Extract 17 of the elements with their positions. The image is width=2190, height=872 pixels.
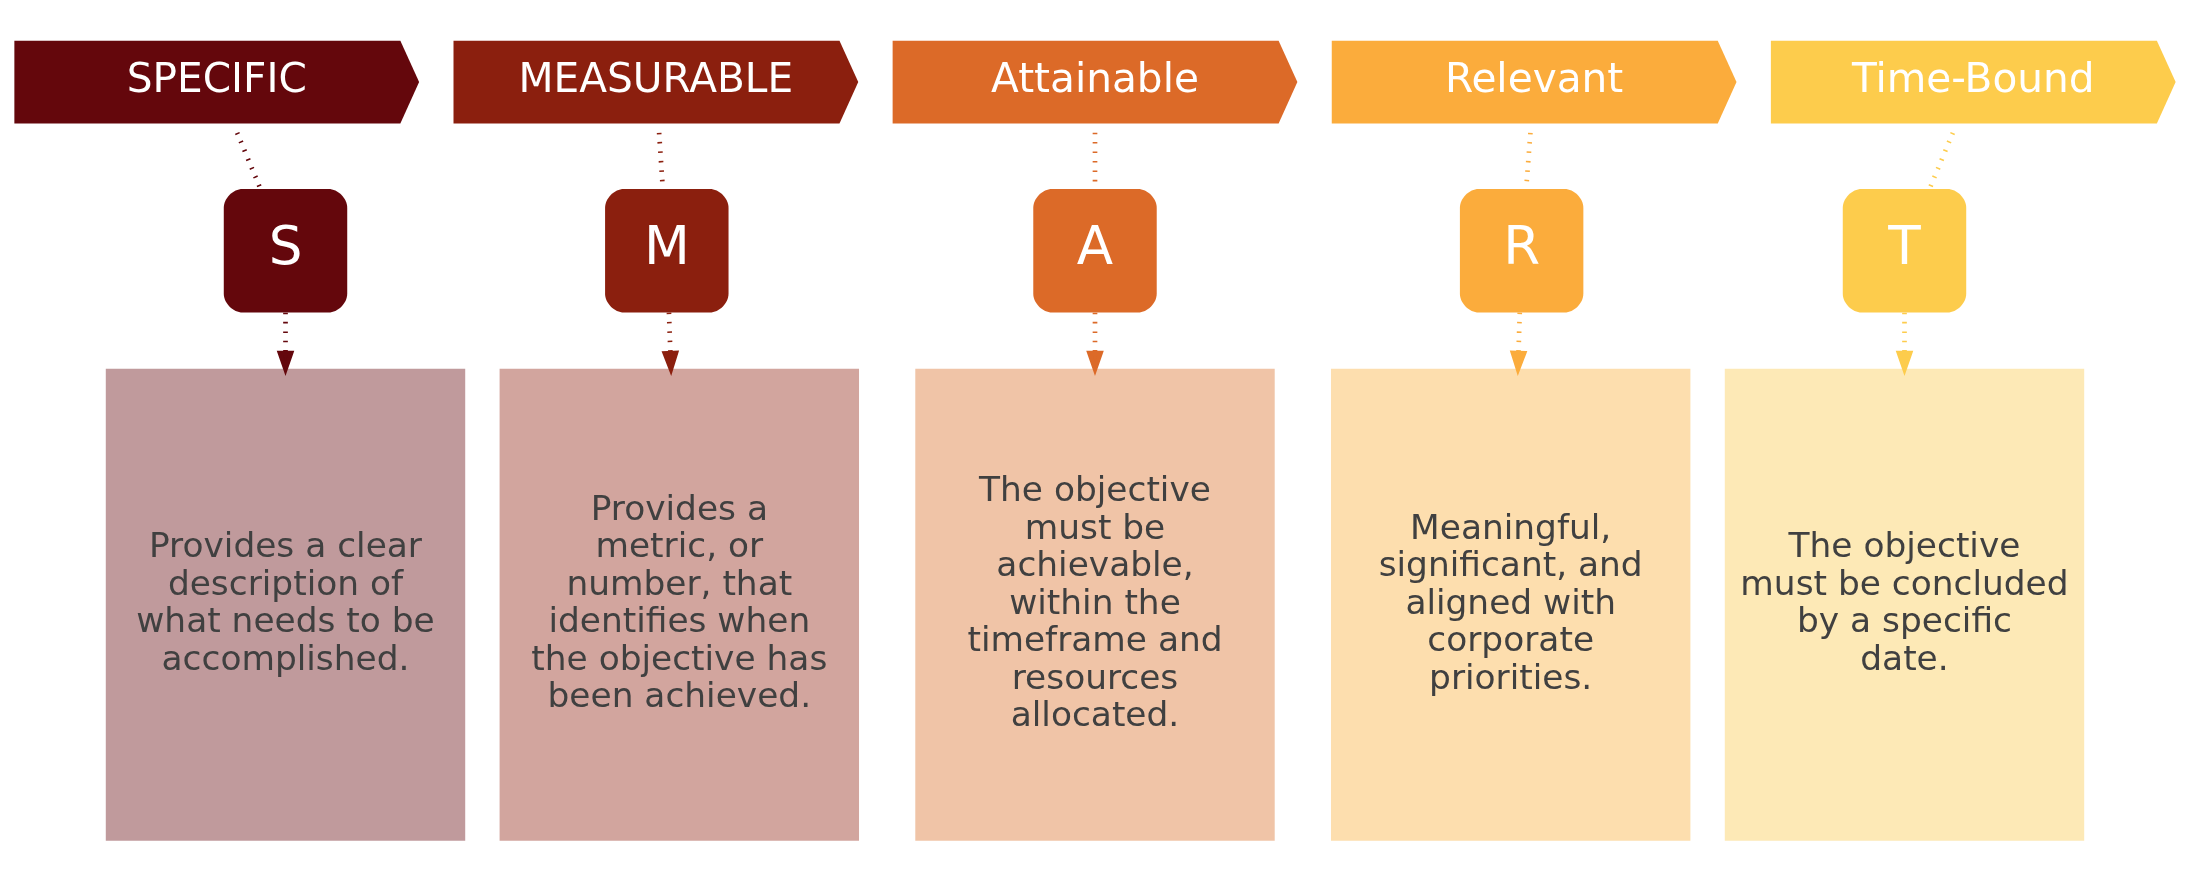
node-box: S — [223, 189, 348, 313]
arrow — [1895, 312, 1914, 376]
connector — [1927, 131, 1955, 190]
connector — [235, 131, 263, 190]
node-box: The objective must be achievable, within the timeframe and resources allocated. — [915, 368, 1275, 841]
node-box: Provides a clear description of what needs to be accomplished. — [105, 368, 466, 841]
arrow — [276, 312, 295, 376]
node-box: Meaningful, significant, and aligned with corporate priorities. — [1330, 368, 1691, 841]
node-box: R — [1459, 189, 1584, 313]
node-box: M — [605, 189, 729, 313]
node-box: A — [1033, 189, 1157, 313]
node-box: The objective must be concluded by a specific date. — [1724, 368, 2085, 841]
node-box: Provides a metric, or number, that identifies when the objective has been achieved. — [499, 368, 860, 841]
node-box: T — [1842, 189, 1967, 313]
arrow — [661, 312, 680, 376]
arrow — [1086, 312, 1104, 376]
arrow — [1509, 312, 1528, 376]
